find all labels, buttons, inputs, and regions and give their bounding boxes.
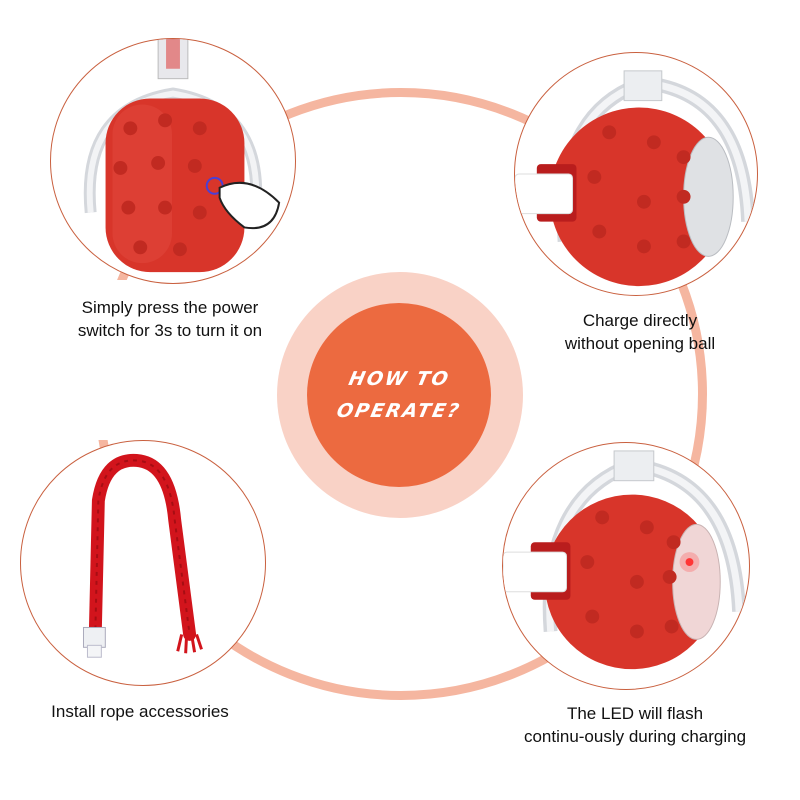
step-3-image-rope bbox=[20, 440, 266, 686]
step-4-image-led-charging bbox=[502, 442, 750, 690]
ball-usb-charging-icon bbox=[515, 70, 756, 287]
step-1-caption-line2: switch for 3s to turn it on bbox=[77, 321, 263, 340]
step-4-caption: The LED will flash continu-ously during … bbox=[490, 702, 780, 748]
rope-icon bbox=[82, 453, 203, 658]
ball-with-hand-icon bbox=[83, 39, 281, 273]
step-1-caption-line1: Simply press the power bbox=[81, 298, 259, 317]
step-2-caption-line1: Charge directly bbox=[582, 311, 698, 330]
step-3-caption: Install rope accessories bbox=[20, 700, 260, 723]
step-1-image-power-switch bbox=[50, 38, 296, 284]
step-3-caption-line1: Install rope accessories bbox=[51, 702, 229, 721]
ball-led-charging-icon bbox=[503, 450, 747, 670]
center-badge: HOW TO OPERATE? bbox=[307, 303, 491, 487]
step-2-caption-line2: without opening ball bbox=[564, 334, 716, 353]
center-title-line1: HOW TO bbox=[346, 368, 452, 390]
center-title-line2: OPERATE? bbox=[334, 400, 464, 422]
step-2-caption: Charge directly without opening ball bbox=[520, 309, 760, 355]
step-4-caption-line1: The LED will flash bbox=[566, 704, 704, 723]
ring-mask-left bbox=[60, 280, 290, 440]
step-2-image-charging bbox=[514, 52, 758, 296]
step-4-caption-line2: continu-ously during charging bbox=[523, 727, 747, 746]
step-1-caption: Simply press the power switch for 3s to … bbox=[40, 296, 300, 342]
